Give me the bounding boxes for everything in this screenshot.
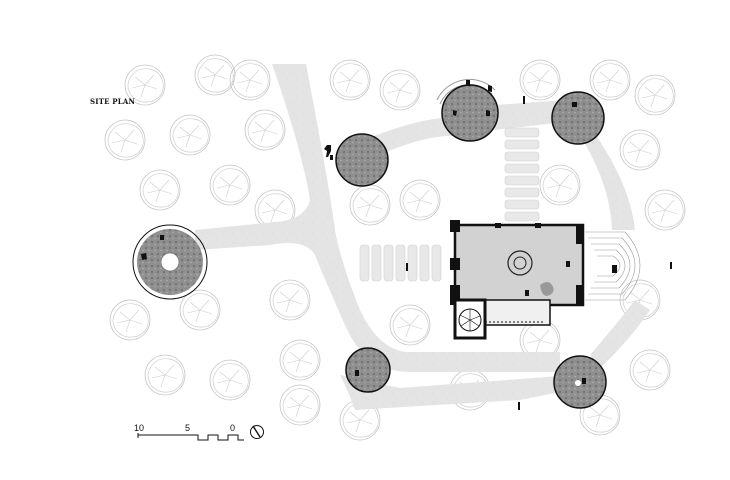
pavilion-south-east [553,355,607,409]
scale-label-10: 10 [134,423,145,433]
scale-bar [137,433,244,441]
column-icon [450,285,460,305]
person-icon [670,262,672,269]
tree-icon [634,74,676,116]
person-icon [612,265,617,273]
tree-icon [519,59,561,101]
pavilion-north [436,78,499,142]
tree-icon [144,354,186,396]
tree-icon [279,339,321,381]
person-icon [572,102,577,107]
tree-icon [329,59,371,101]
tree-icon [209,359,251,401]
tree-icon [269,279,311,321]
tree-icon [179,289,221,331]
tree-icon [104,119,146,161]
boardwalk-west [359,244,442,282]
person-icon [566,261,570,267]
column-icon [576,226,584,244]
tree-icon [209,164,251,206]
scale-label-5: 5 [185,423,191,433]
scale-label-0: 0 [230,423,236,433]
person-icon [160,235,164,240]
tree-icon [169,114,211,156]
tree-icon [619,129,661,171]
pavilion-north-west [335,133,389,187]
plan-title: SITE PLAN [90,97,136,106]
person-icon [582,378,586,384]
person-icon [518,402,520,410]
tree-icon [229,59,271,101]
north-arrow-icon [250,425,264,439]
tree-icon [629,349,671,391]
spiral-stair-icon [458,308,482,332]
tree-icon [589,59,631,101]
tree-icon [349,184,391,226]
column-icon [576,285,584,305]
people-layer [141,80,672,410]
tree-icon [389,304,431,346]
person-icon [486,110,490,116]
tree-icon [244,109,286,151]
tree-icon [644,189,686,231]
pavilion-north-east [551,91,605,145]
tree-icon [139,169,181,211]
person-icon [330,155,333,160]
east-stair [585,231,641,301]
person-icon [141,253,147,260]
chapel-building [450,220,585,340]
tree-icon [379,69,421,111]
person-icon [525,290,529,296]
person-icon [355,370,359,376]
column-icon [450,258,460,270]
person-icon [453,110,457,116]
pavilion-south-west [345,347,391,393]
person-icon [523,96,525,104]
pavilion-west [132,224,208,300]
person-icon [466,80,470,86]
tree-icon [539,164,581,206]
person-icon [488,85,492,92]
tree-icon [194,54,236,96]
tree-icon [279,384,321,426]
column-icon [450,220,460,232]
person-icon [406,263,408,271]
tree-icon [399,179,441,221]
boardwalk-north [504,127,540,222]
person-icon [324,145,331,157]
tree-icon [109,299,151,341]
